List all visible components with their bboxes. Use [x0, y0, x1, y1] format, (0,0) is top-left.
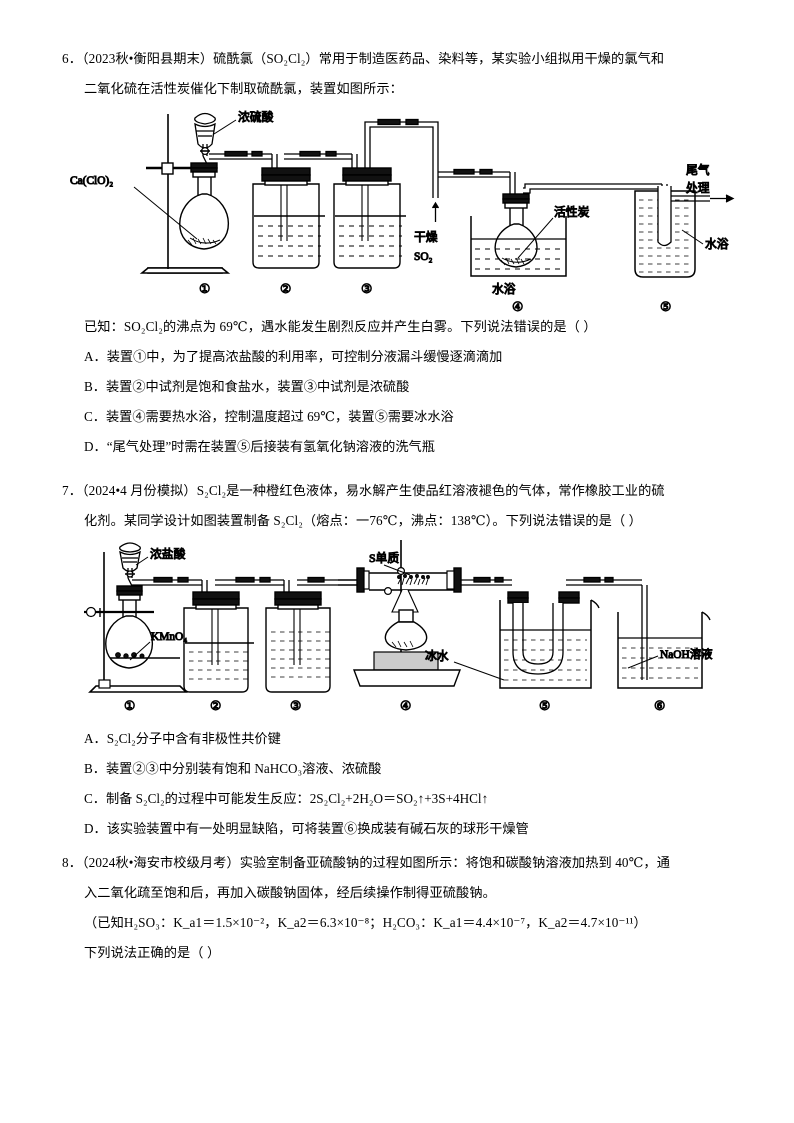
- label-naoh-solution: NaOH溶液: [660, 647, 713, 661]
- question-8-line-1: 8．（2024秋•海安市校级月考）实验室制备亚硫酸钠的过程如图所示：将饱和碳酸钠…: [62, 855, 671, 870]
- label-concentrated-hydrochloric-acid: 浓盐酸: [150, 547, 186, 561]
- device7-number-3: ③: [290, 698, 301, 713]
- question-6: 6．（2023秋•衡阳县期末）硫酰氯（SO₂Cl₂）常用于制造医药品、染料等，某…: [62, 44, 738, 462]
- question-6-known: 已知：SO₂Cl₂的沸点为 69℃，遇水能发生剧烈反应并产生白雾。下列说法错误的…: [84, 319, 597, 334]
- question-7-line-1: 7．（2024•4 月份模拟）S₂Cl₂是一种橙红色液体，易水解产生使品红溶液褪…: [62, 483, 665, 498]
- label-calcium-hypochlorite: Ca(ClO)₂: [70, 175, 113, 187]
- question-8-prompt: 下列说法正确的是（ ）: [84, 945, 221, 960]
- question-7-option-b[interactable]: B．装置②③中分别装有饱和 NaHCO₃溶液、浓硫酸: [84, 761, 382, 776]
- label-sulfur-element: S单质: [369, 551, 399, 565]
- label-ice-water: 冰水: [425, 649, 449, 663]
- question-7-option-a[interactable]: A．S₂Cl₂分子中含有非极性共价键: [84, 731, 281, 746]
- label-dry-gas: 干燥: [414, 230, 438, 244]
- label-so2-inlet: SO₂: [414, 251, 433, 263]
- question-7-option-d[interactable]: D．该实验装置中有一处明显缺陷，可将装置⑥换成装有碱石灰的球形干燥管: [84, 821, 529, 836]
- device7-number-2: ②: [210, 698, 221, 713]
- question-8-known: （已知H₂SO₃：K_a1＝1.5×10⁻²，K_a2＝6.3×10⁻⁸；H₂C…: [84, 915, 647, 930]
- question-6-option-b[interactable]: B．装置②中试剂是饱和食盐水，装置③中试剂是浓硫酸: [84, 379, 410, 394]
- question-7-line-2: 化剂。某同学设计如图装置制备 S₂Cl₂（熔点：一76℃，沸点：138℃）。下列…: [84, 513, 642, 528]
- question-7: 7．（2024•4 月份模拟）S₂Cl₂是一种橙红色液体，易水解产生使品红溶液褪…: [62, 476, 738, 844]
- label-potassium-permanganate: KMnO₄: [151, 631, 187, 643]
- device-number-5: ⑤: [660, 299, 671, 314]
- device7-number-1: ①: [124, 698, 135, 713]
- question-6-option-d[interactable]: D．“尾气处理”时需在装置⑤后接装有氢氧化钠溶液的洗气瓶: [84, 439, 435, 454]
- label-water-bath-4: 水浴: [492, 282, 516, 296]
- label-concentrated-acid: 浓硫酸: [238, 110, 274, 124]
- label-activated-carbon: 活性炭: [554, 205, 590, 219]
- label-water-bath-5: 水浴: [705, 237, 729, 251]
- question-6-option-c[interactable]: C．装置④需要热水浴，控制温度超过 69℃，装置⑤需要冰水浴: [84, 409, 454, 424]
- device-number-1: ①: [199, 281, 210, 296]
- question-6-option-a[interactable]: A．装置①中，为了提高浓盐酸的利用率，可控制分液漏斗缓慢逐滴滴加: [84, 349, 503, 364]
- device7-number-4: ④: [400, 698, 411, 713]
- label-exhaust-line2: 处理: [686, 181, 710, 195]
- device-number-4: ④: [512, 299, 523, 314]
- device7-number-5: ⑤: [539, 698, 550, 713]
- device-number-3: ③: [361, 281, 372, 296]
- question-8: 8．（2024秋•海安市校级月考）实验室制备亚硫酸钠的过程如图所示：将饱和碳酸钠…: [62, 848, 738, 968]
- device7-number-6: ⑥: [654, 698, 665, 713]
- question-6-line-1: 6．（2023秋•衡阳县期末）硫酰氯（SO₂Cl₂）常用于制造医药品、染料等，某…: [62, 51, 665, 66]
- device-number-2: ②: [280, 281, 291, 296]
- label-exhaust-line1: 尾气: [686, 163, 710, 177]
- figure-question-6: 浓硫酸 Ca(ClO)₂ 干燥 SO₂ 活性炭 水浴 水浴 尾气 处理 ① ② …: [62, 106, 738, 315]
- figure-question-7: 浓盐酸 KMnO₄ S单质 冰水 NaOH溶液 ① ② ③ ④ ⑤ ⑥: [62, 540, 738, 714]
- question-8-line-2: 入二氧化疏至饱和后，再加入碳酸钠固体，经后续操作制得亚硫酸钠。: [84, 885, 496, 900]
- question-6-line-2: 二氧化硫在活性炭催化下制取硫酰氯，装置如图所示：: [84, 81, 403, 96]
- question-7-option-c[interactable]: C．制备 S₂Cl₂的过程中可能发生反应：2S₂Cl₂+2H₂O＝SO₂↑+3S…: [84, 791, 489, 806]
